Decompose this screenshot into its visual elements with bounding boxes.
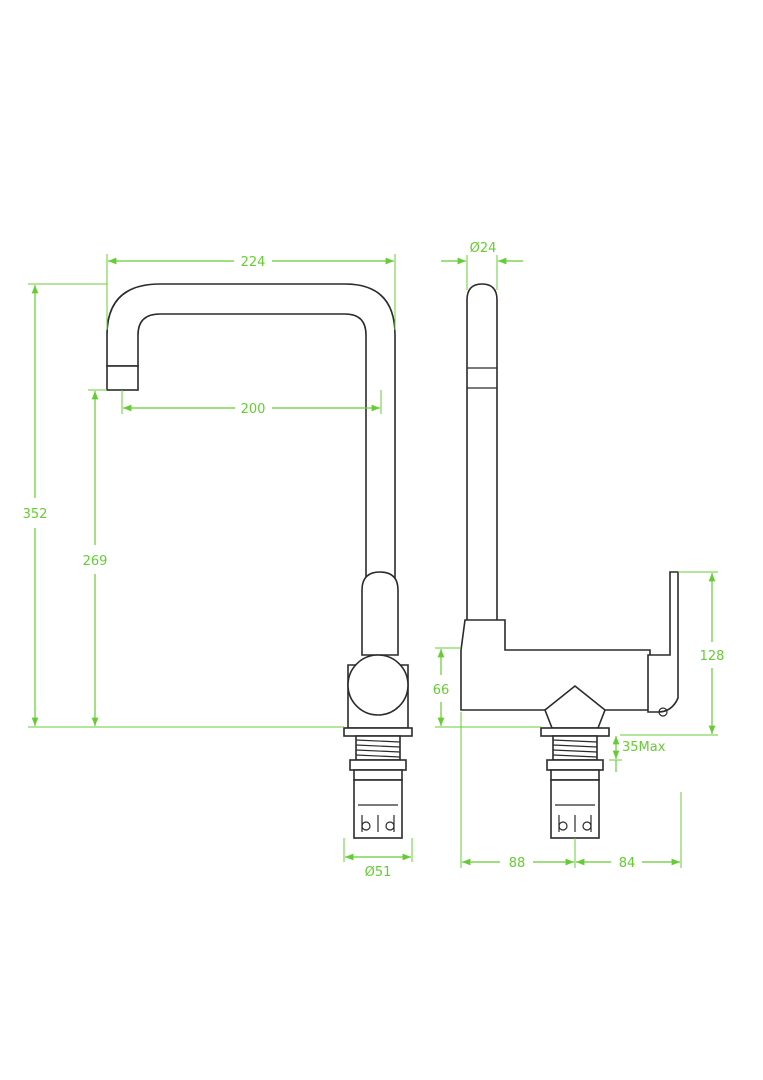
dim-label-base-diameter: Ø51	[365, 865, 392, 880]
front-base-plate	[343, 727, 413, 737]
front-body-dome	[347, 654, 409, 716]
side-nut	[546, 759, 604, 771]
dim-label-lever-height: 128	[700, 649, 725, 664]
side-lever-cap	[658, 707, 668, 717]
side-spout-tube	[466, 283, 498, 641]
dim-label-spout-width: 224	[241, 255, 266, 270]
front-fixing-hole-left	[361, 821, 371, 831]
side-shank-threads	[552, 739, 598, 758]
side-body	[460, 619, 651, 711]
side-lever	[647, 571, 679, 713]
side-mount-cone	[544, 684, 606, 729]
dim-label-body-height: 66	[433, 683, 450, 698]
dim-label-rear-offset: 88	[509, 856, 526, 871]
front-nut	[349, 759, 407, 771]
side-fixing-hole-left	[558, 821, 568, 831]
front-view-faucet	[106, 283, 413, 839]
front-shank-threads	[355, 739, 401, 758]
side-base-plate	[540, 727, 610, 737]
front-lever	[361, 571, 399, 656]
dim-label-front-offset: 84	[619, 856, 636, 871]
front-dimensions: 224 200 352 269 Ø51	[23, 254, 413, 880]
front-spout-tube	[106, 283, 396, 611]
front-fixing-hole-right	[385, 821, 395, 831]
dim-label-spout-height: 269	[83, 554, 108, 569]
side-fixing-detail	[555, 804, 595, 832]
front-aerator	[106, 365, 139, 391]
front-washer	[353, 769, 403, 781]
side-fixing-hole-right	[582, 821, 592, 831]
dim-label-overall-height: 352	[23, 507, 48, 522]
side-dimensions: Ø24 128 66 35Max 88 84	[433, 241, 725, 871]
side-washer	[550, 769, 600, 781]
dim-label-max-deck-thickness: 35Max	[622, 740, 666, 755]
front-fixing-detail	[358, 804, 398, 832]
dim-label-spout-reach: 200	[241, 402, 266, 417]
side-view-faucet	[460, 283, 679, 839]
dim-label-spout-diameter: Ø24	[470, 241, 497, 256]
